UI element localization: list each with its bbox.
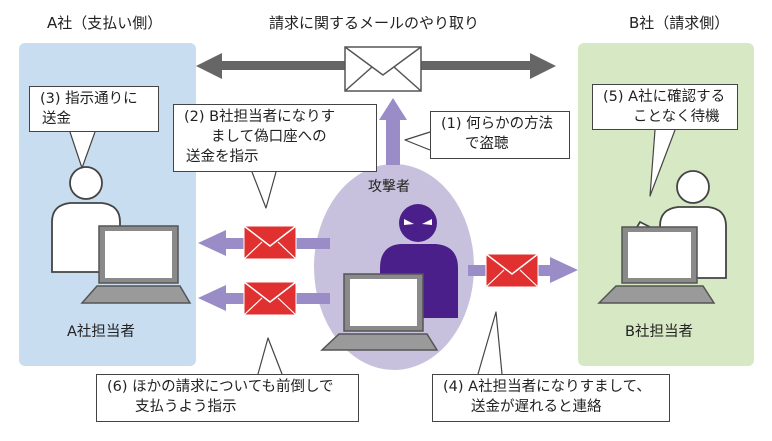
attacker-label: 攻撃者: [368, 179, 410, 195]
callout-1-tail: [404, 131, 431, 151]
red-envelope-icon: [243, 281, 297, 316]
callout-3-tail: [69, 131, 96, 169]
callout-4-tail: [477, 311, 503, 375]
company-b-title: B社（請求側）: [629, 14, 730, 32]
envelope-icon: [344, 46, 422, 92]
callout-step-2: (2) B社担当者になりす まして偽口座への 送金を指示: [173, 104, 377, 172]
callout-step-5: (5) A社に確認する ことなく待機: [592, 84, 738, 130]
company-a-title: A社（支払い側）: [47, 14, 163, 32]
diagram-title: 請求に関するメールのやり取り: [269, 14, 480, 32]
laptop-b-icon: [597, 226, 716, 304]
callout-step-3: (3) 指示通りに 送金: [29, 86, 159, 132]
red-envelope-icon: [243, 225, 297, 260]
person-b-label: B社担当者: [625, 324, 693, 340]
callout-2-tail: [251, 171, 277, 209]
laptop-attacker-icon: [320, 273, 439, 351]
callout-step-4: (4) A社担当者になりすまして、 送金が遅れると連絡: [432, 374, 670, 422]
callout-6-tail: [257, 337, 283, 375]
intercept-arrow: [379, 98, 407, 165]
callout-step-1: (1) 何らかの方法 で盗聴: [430, 111, 570, 159]
callout-step-6: (6) ほかの請求についても前倒しで 支払うよう指示: [96, 374, 359, 422]
callout-5-tail: [649, 129, 676, 197]
person-a-label: A社担当者: [67, 324, 135, 340]
red-envelope-icon: [485, 253, 539, 288]
laptop-a-icon: [80, 225, 192, 304]
